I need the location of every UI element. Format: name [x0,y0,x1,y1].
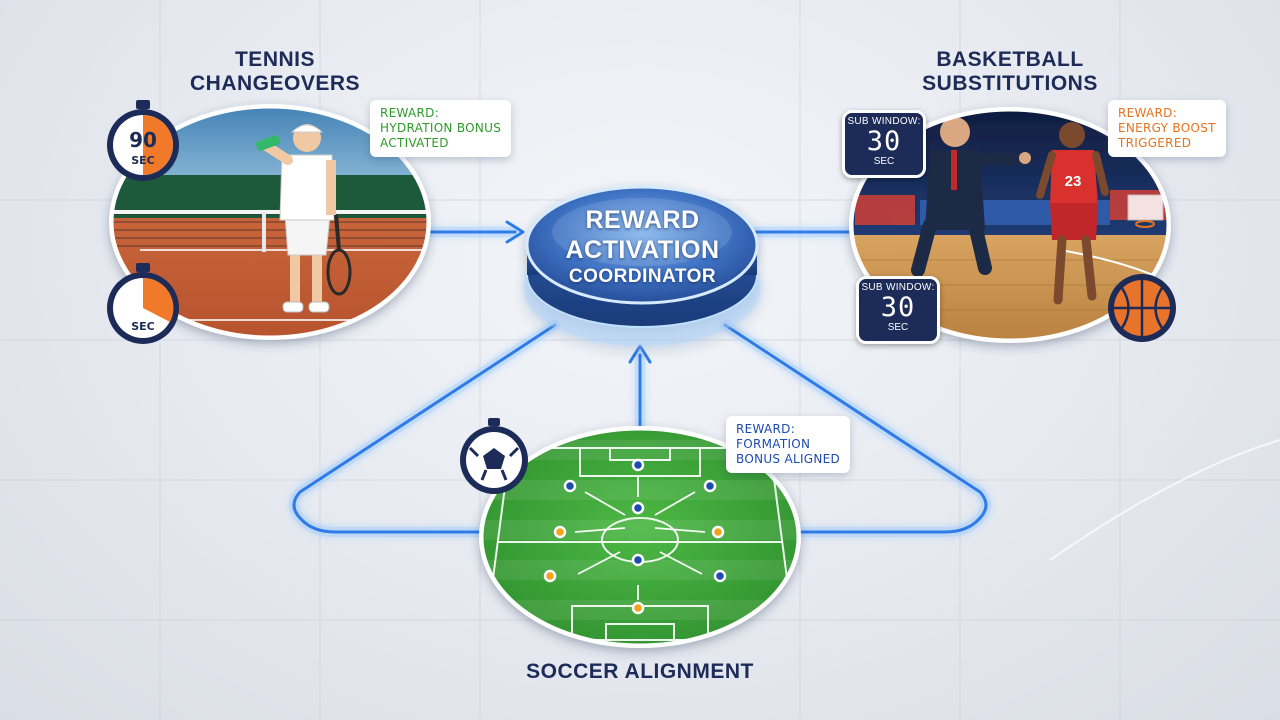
sub-window-value-bottom: 30 [880,292,916,323]
sub-window-badge-bottom: SUB WINDOW: 30 SEC [856,276,940,344]
stopwatch-icon: SEC [107,263,179,344]
sub-window-label-top: SUB WINDOW: [847,116,921,127]
sub-window-value-top: 30 [866,126,902,157]
formation-callout-line3: BONUS ALIGNED [736,452,841,466]
arrow-head-soccer [628,344,652,364]
hydration-callout-line1: REWARD: [380,106,440,120]
soccer-ball-icon [460,418,528,494]
basketball-player: 23 [1036,122,1109,305]
formation-callout-line1: REWARD: [736,422,796,436]
sub-window-badge-top: SUB WINDOW: 30 SEC [842,110,926,178]
hub-title-line3: COORDINATOR [568,266,717,287]
energy-callout-line2: ENERGY BOOST [1118,121,1216,135]
hub-title-line1: REWARD [585,206,700,234]
soccer-heading-text: SOCCER ALIGNMENT [526,660,754,683]
formation-callout-line2: FORMATION [736,437,811,451]
tennis-net [112,210,428,252]
formation-arrows [574,477,706,600]
soccer-heading: SOCCER ALIGNMENT [490,660,790,684]
hub-title: REWARD ACTIVATION COORDINATOR [530,205,755,289]
tennis-timer-value: 90 [129,128,157,152]
tennis-player [255,124,352,313]
basketball-heading: BASKETBALL SUBSTITUTIONS [900,48,1120,96]
tennis-heading-line1: TENNIS [234,48,315,71]
basketball-icon [1108,274,1176,342]
flow-lines [289,220,991,537]
formation-players [543,458,727,615]
tennis-timer-unit: SEC [131,154,155,167]
sub-window-unit-top: SEC [873,156,895,167]
stopwatch-icon: 90 SEC [107,100,179,181]
energy-callout-line3: TRIGGERED [1118,136,1192,150]
basketball-heading-line2: SUBSTITUTIONS [922,72,1098,95]
formation-bonus-callout: REWARD: FORMATION BONUS ALIGNED [726,416,851,473]
hydration-bonus-callout: REWARD: HYDRATION BONUS ACTIVATED [370,100,512,157]
tennis-heading: TENNIS CHANGEOVERS [175,48,375,96]
basketball-heading-line1: BASKETBALL [936,48,1084,71]
sub-window-unit-bottom: SEC [887,322,909,333]
tennis-heading-line2: CHANGEOVERS [189,72,361,95]
hydration-callout-line2: HYDRATION BONUS [380,121,502,135]
tennis-timer-unit-bottom: SEC [131,320,155,333]
sub-window-label-bottom: SUB WINDOW: [861,282,935,293]
reward-activation-hub [524,185,760,346]
energy-callout-line1: REWARD: [1118,106,1178,120]
hub-title-line2: ACTIVATION [565,236,720,264]
hydration-callout-line3: ACTIVATED [380,136,449,150]
jersey-number: 23 [1065,173,1082,190]
arrow-head-tennis [505,220,525,244]
coach-figure [911,117,1031,277]
energy-boost-callout: REWARD: ENERGY BOOST TRIGGERED [1108,100,1226,157]
